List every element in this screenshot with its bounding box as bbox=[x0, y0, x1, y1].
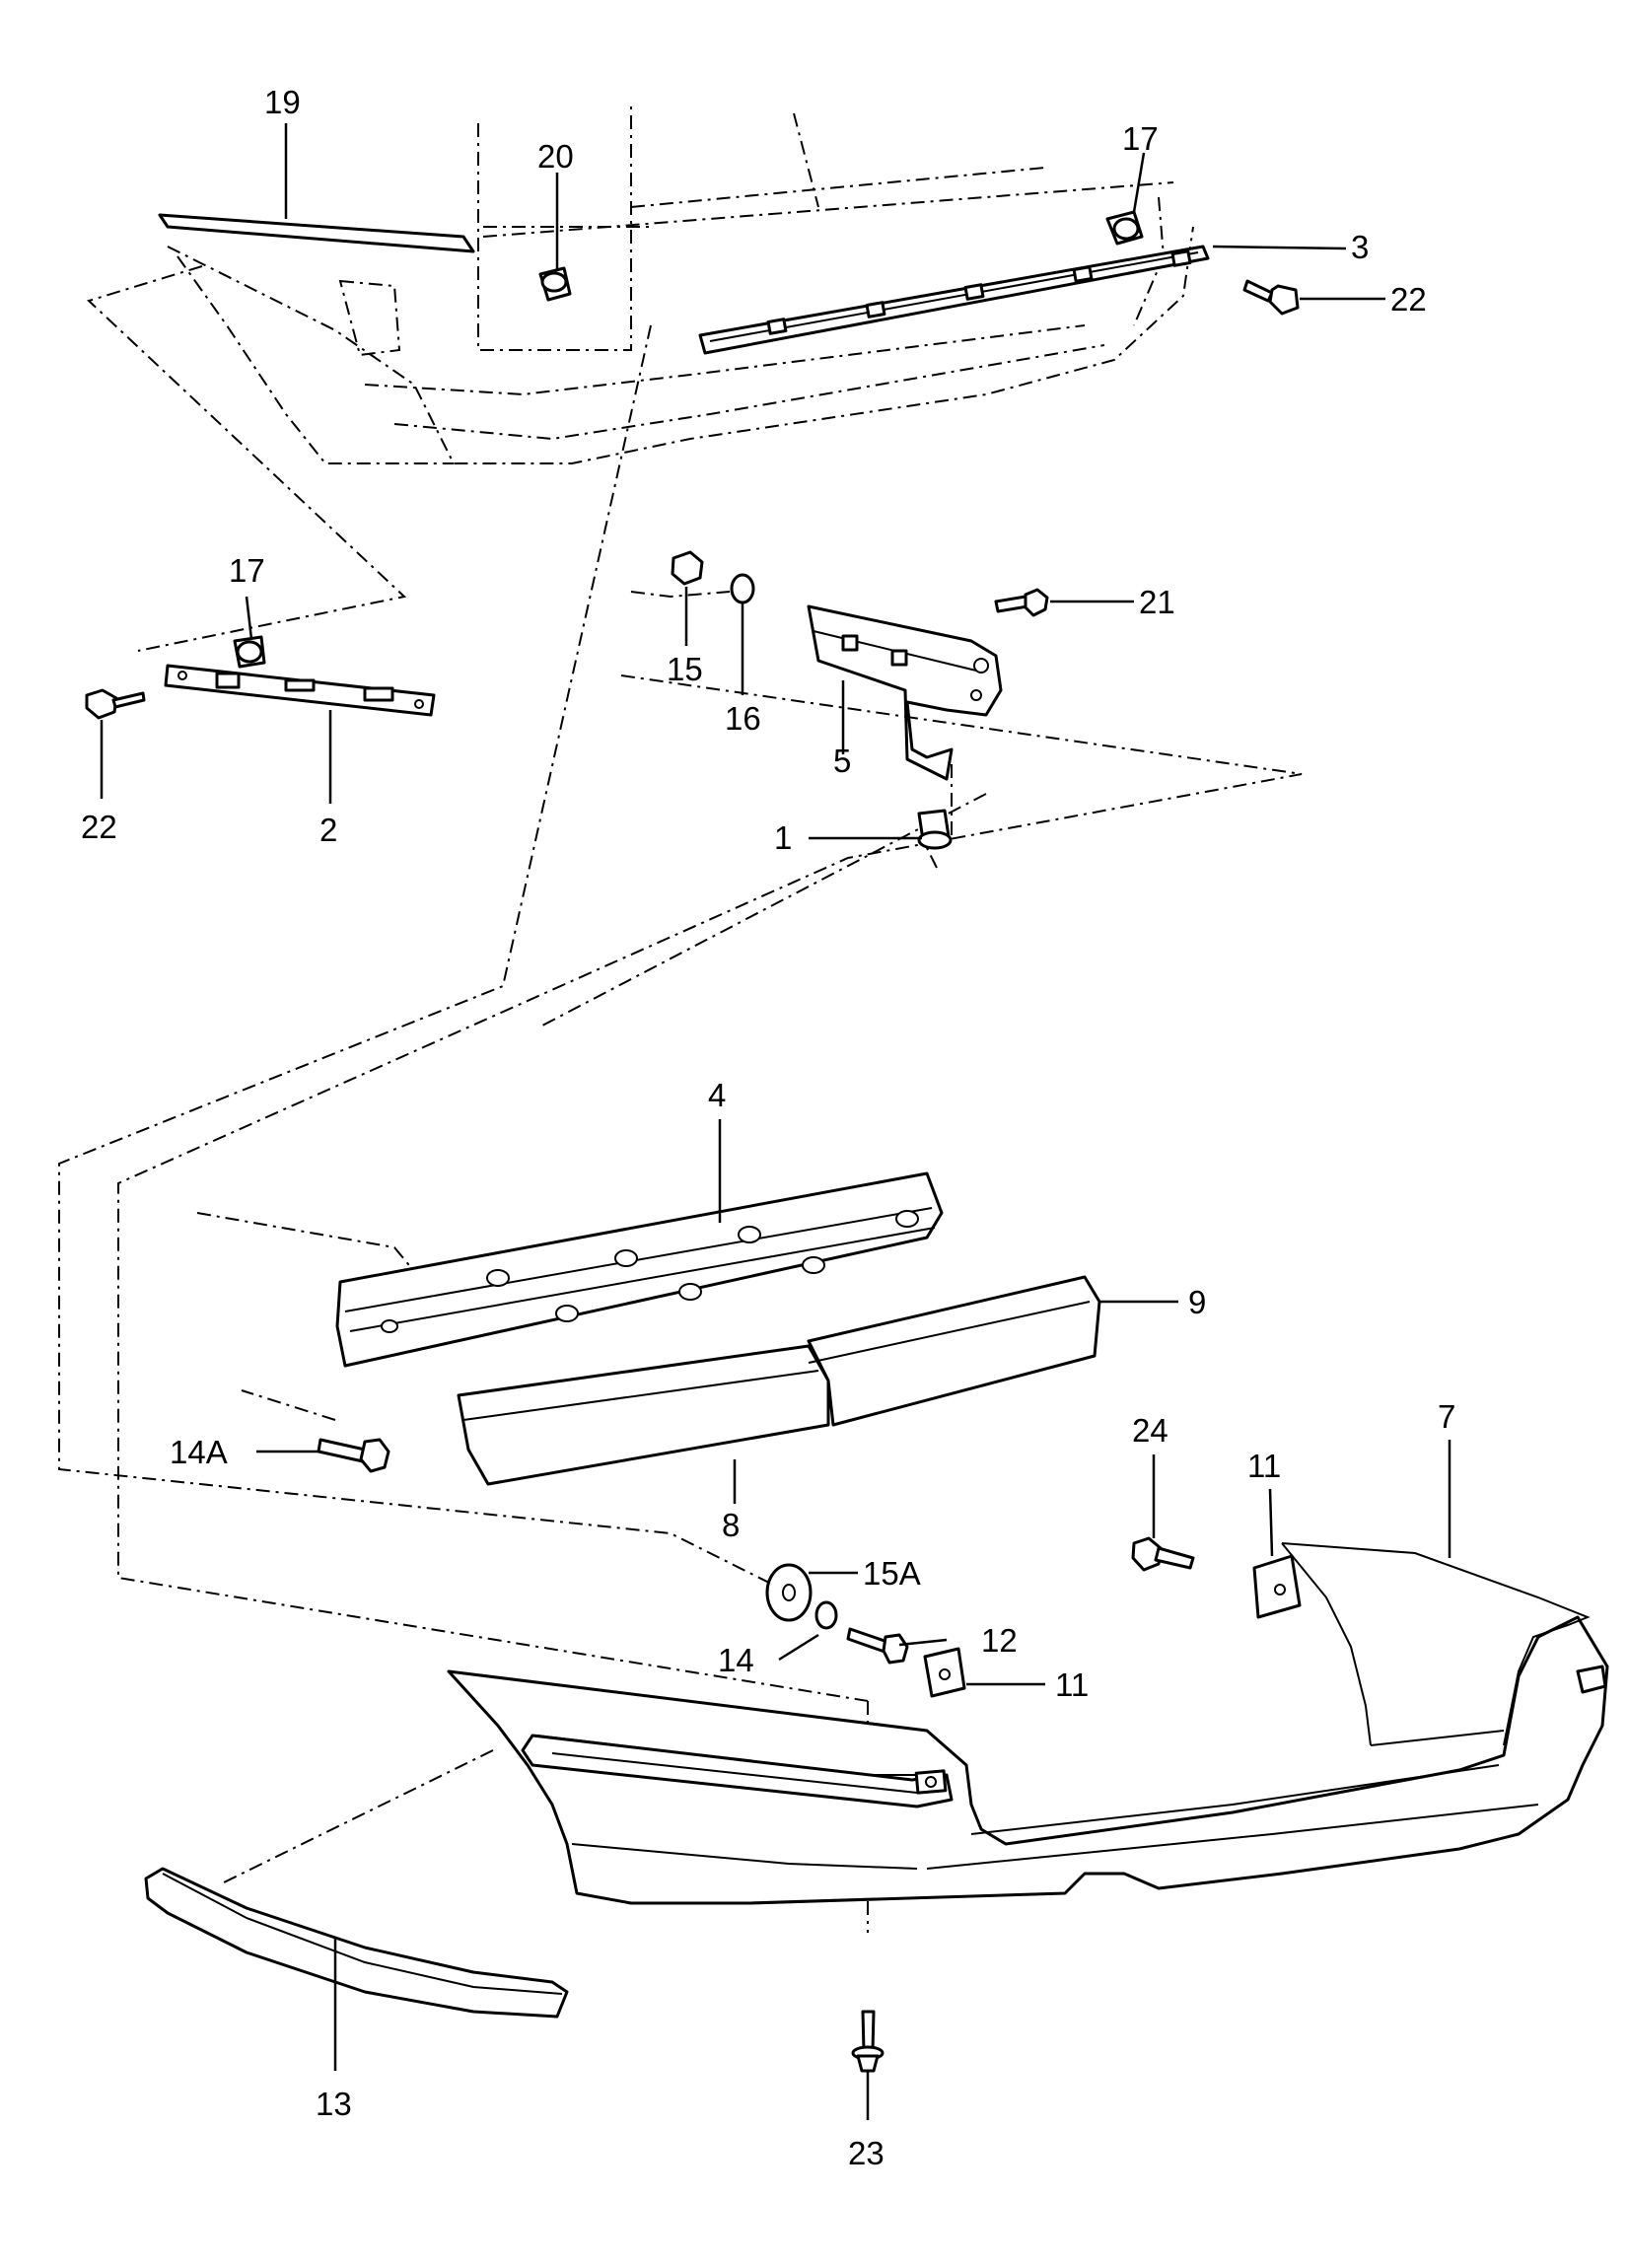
callout-21: 21 bbox=[1139, 584, 1175, 620]
part-3-rail bbox=[698, 245, 1210, 355]
callout-17: 17 bbox=[229, 552, 265, 589]
callout-14: 14 bbox=[718, 1642, 754, 1678]
part-22-screw-left bbox=[85, 688, 146, 720]
part-1-clip-nut bbox=[917, 809, 953, 850]
callout-9: 9 bbox=[1188, 1284, 1206, 1320]
part-17-clip-left bbox=[233, 635, 266, 669]
callout-3: 3 bbox=[1351, 229, 1369, 265]
part-4-reinforcement bbox=[335, 1171, 944, 1368]
callout-23: 23 bbox=[848, 2135, 885, 2171]
part-23-screw bbox=[851, 2010, 885, 2073]
callout-14A: 14A bbox=[170, 1434, 228, 1470]
callout-5: 5 bbox=[833, 743, 851, 779]
part-9-absorber bbox=[807, 1275, 1101, 1427]
part-14-washer bbox=[814, 1600, 838, 1630]
callout-16: 16 bbox=[725, 700, 761, 737]
callout-7: 7 bbox=[1438, 1398, 1455, 1435]
callout-20: 20 bbox=[537, 138, 574, 175]
callout-12: 12 bbox=[981, 1622, 1018, 1659]
callout-11: 11 bbox=[1055, 1666, 1089, 1703]
part-14A-bolt bbox=[317, 1438, 390, 1473]
part-7-bumper-cover bbox=[447, 1542, 1609, 1905]
callout-11: 11 bbox=[1247, 1448, 1281, 1484]
callout-2: 2 bbox=[319, 812, 337, 848]
callout-15: 15 bbox=[667, 651, 703, 687]
leader-lines bbox=[100, 123, 1451, 2120]
part-5-bracket bbox=[807, 604, 1003, 781]
part-20-clip bbox=[538, 266, 572, 302]
part-11-clip-right bbox=[1252, 1554, 1302, 1619]
part-11-clip-center bbox=[923, 1647, 966, 1698]
part-22-screw-top bbox=[1242, 279, 1300, 316]
part-8-absorber bbox=[457, 1344, 830, 1486]
part-15-nut bbox=[671, 550, 704, 586]
callout-4: 4 bbox=[708, 1077, 726, 1113]
callout-24: 24 bbox=[1132, 1412, 1168, 1449]
callout-22: 22 bbox=[81, 809, 117, 845]
part-24-bolt bbox=[1131, 1536, 1195, 1572]
callout-13: 13 bbox=[316, 2086, 352, 2122]
callout-22: 22 bbox=[1390, 281, 1427, 318]
part-19-molding bbox=[158, 213, 475, 253]
rear-body-outline bbox=[167, 104, 1194, 464]
callout-17: 17 bbox=[1122, 120, 1159, 157]
callout-15A: 15A bbox=[863, 1555, 921, 1592]
part-17-clip-top bbox=[1105, 210, 1144, 246]
part-12-bolt bbox=[846, 1627, 909, 1665]
part-16-washer bbox=[730, 573, 755, 604]
part-21-bolt bbox=[994, 588, 1049, 617]
callout-1: 1 bbox=[774, 819, 792, 856]
callout-8: 8 bbox=[722, 1507, 740, 1543]
part-13-lower-trim bbox=[144, 1867, 569, 2019]
callout-19: 19 bbox=[264, 84, 301, 120]
callout-labels: 19 20 17 3 22 17 22 2 15 16 5 21 1 4 9 1… bbox=[81, 84, 1455, 2171]
fitting-lines bbox=[58, 265, 1303, 1933]
part-2-bracket bbox=[164, 664, 436, 717]
